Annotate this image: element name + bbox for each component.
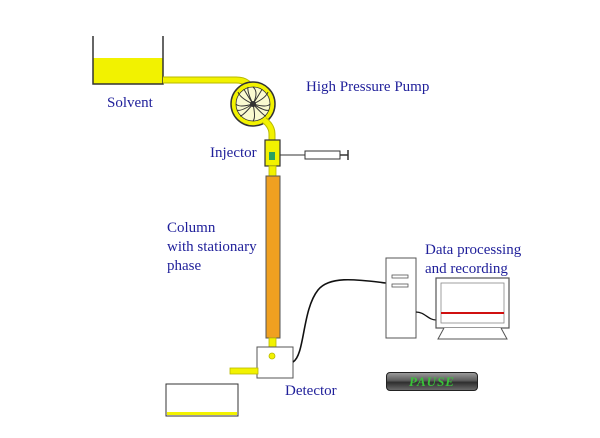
signal-cable (292, 278, 387, 363)
column-icon (265, 175, 281, 339)
syringe-icon (280, 150, 349, 160)
label-solvent: Solvent (107, 95, 153, 111)
pause-button[interactable]: PAUSE (386, 372, 478, 391)
label-injector: Injector (210, 145, 257, 161)
computer-tower-icon (385, 257, 417, 339)
label-column-1: Column (167, 220, 216, 236)
label-column-3: phase (167, 258, 202, 274)
label-detector: Detector (285, 383, 337, 399)
injector-icon (264, 139, 281, 167)
detector-icon (256, 346, 294, 379)
label-data-2: and recording (425, 261, 508, 277)
label-pump: High Pressure Pump (306, 79, 430, 95)
solvent-reservoir (92, 36, 164, 85)
monitor-icon (435, 277, 510, 340)
pause-button-label: PAUSE (409, 373, 455, 389)
pump-icon (230, 81, 276, 127)
label-data-1: Data processing (425, 242, 522, 258)
waste-container (165, 383, 239, 417)
label-column-2: with stationary (167, 239, 257, 255)
